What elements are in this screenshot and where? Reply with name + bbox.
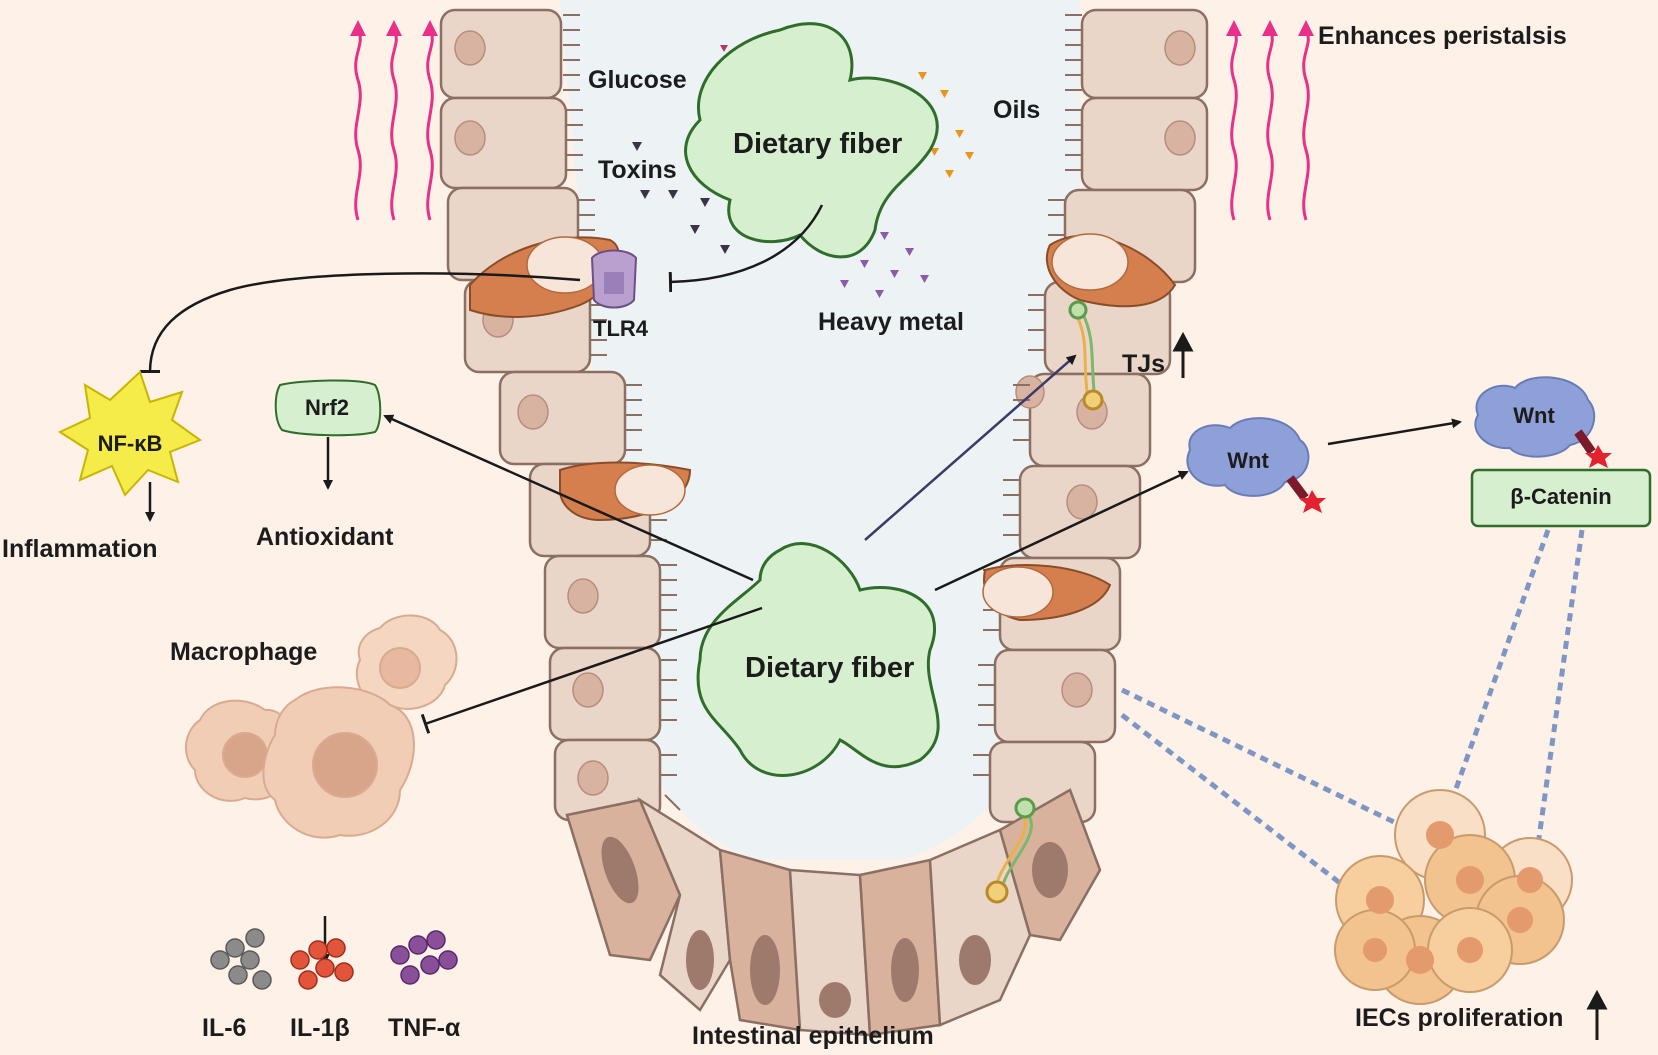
enhances-peristalsis-label: Enhances peristalsis xyxy=(1318,22,1567,50)
heavy-metal-particles xyxy=(840,232,929,298)
inflammation-label: Inflammation xyxy=(2,535,158,563)
toxins-label: Toxins xyxy=(598,156,677,184)
goblet-cell-icon xyxy=(469,233,1177,622)
cytokine-cluster-icon xyxy=(210,928,458,990)
tjs-label: TJs xyxy=(1122,350,1166,378)
tight-junction-icon xyxy=(985,300,1104,904)
macrophage-label: Macrophage xyxy=(170,638,318,666)
macrophage-cell-icon xyxy=(184,614,458,839)
dietary-fiber-top-label: Dietary fiber xyxy=(733,128,903,160)
heavy-metal-label: Heavy metal xyxy=(818,308,964,336)
beta-catenin-label: β-Catenin xyxy=(1510,484,1612,509)
oils-label: Oils xyxy=(993,96,1041,124)
intestinal-epithelium-label: Intestinal epithelium xyxy=(692,1022,934,1050)
pink-wave-arrow-icon xyxy=(354,29,1310,221)
il6-label: IL-6 xyxy=(202,1014,247,1042)
tnfa-label: TNF-α xyxy=(388,1014,461,1042)
up-arrow-icon xyxy=(1172,331,1608,1040)
beta-catenin-box xyxy=(1470,468,1652,528)
wnt-protein-icon xyxy=(1186,417,1326,513)
dietary-fiber-center-label: Dietary fiber xyxy=(745,652,915,684)
dashed-proliferation-lines xyxy=(1120,529,1585,902)
wnt-left-label: Wnt xyxy=(1227,448,1269,473)
faded-connector-lines xyxy=(383,354,1189,592)
wnt-right-label: Wnt xyxy=(1513,403,1555,428)
pink-wave-arrow-heads xyxy=(350,20,1314,36)
dietary-fiber-top-shape xyxy=(684,22,939,259)
antioxidant-label: Antioxidant xyxy=(256,523,394,551)
iecs-proliferation-label: IECs proliferation xyxy=(1355,1004,1564,1032)
tlr4-label: TLR4 xyxy=(593,316,648,341)
iec-nuclei xyxy=(1363,821,1543,974)
crypt-nuclei xyxy=(601,836,1068,1018)
dietary-fiber-center-shape xyxy=(696,542,940,777)
nf-kb-label: NF-κB xyxy=(97,431,163,456)
nfkb-star-icon xyxy=(57,370,203,497)
nrf2-label: Nrf2 xyxy=(304,395,350,420)
nrf2-box xyxy=(274,379,382,437)
connector-lines xyxy=(139,204,1462,964)
tlr4-receptor-icon xyxy=(590,249,638,309)
glucose-label: Glucose xyxy=(588,66,687,94)
il1b-label: IL-1β xyxy=(290,1014,350,1042)
wnt-protein-icon xyxy=(1474,376,1612,468)
lumen xyxy=(560,0,1080,860)
